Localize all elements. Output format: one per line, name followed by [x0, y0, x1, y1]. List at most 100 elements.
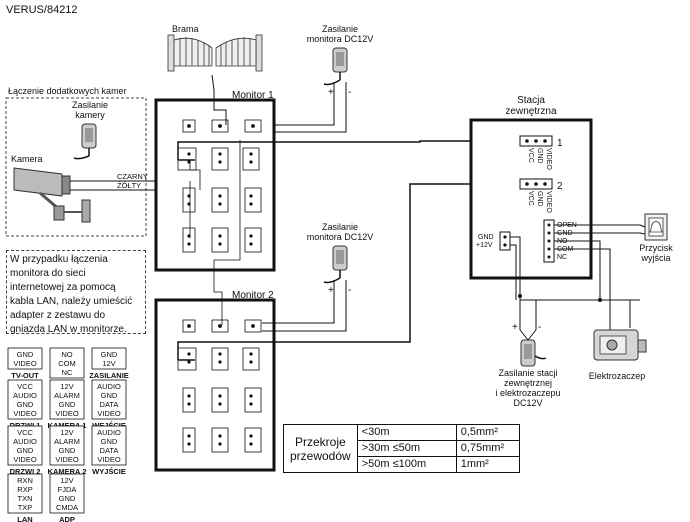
monitor-connector [211, 347, 229, 371]
monitor-pin [249, 234, 253, 238]
monitor-power-2-label-b: monitora DC12V [307, 232, 374, 242]
monitor2-connectors [177, 319, 262, 453]
station-power-label-a: Zasilanie stacji [498, 368, 557, 378]
monitor2-label: Monitor 2 [232, 290, 274, 301]
camera-power-adapter-icon [73, 123, 97, 160]
monitor-pin [249, 160, 253, 164]
wire-black-label: CZARNY [117, 172, 148, 181]
monitor-pin [249, 194, 253, 198]
monitor-pin [187, 324, 191, 328]
monitor-pin [218, 202, 222, 206]
legend-connector-box [7, 473, 43, 514]
wire-table-header-line: Przekroje [295, 434, 346, 449]
monitor-connector [211, 227, 229, 253]
power-adapter-1-icon [323, 47, 348, 100]
wire-length-cell: >50m ≤100m [356, 456, 457, 473]
monitor-pin [249, 442, 253, 446]
port-pin-label: GND [536, 191, 543, 207]
station-power-label-d: DC12V [513, 398, 542, 408]
monitor-pin [187, 242, 191, 246]
station-label-a: Stacja [517, 95, 545, 106]
legend-pin-label: FJDA [58, 485, 77, 494]
legend-connector-box [7, 425, 43, 466]
legend-connector-name: ADP [59, 515, 75, 522]
legend-pin-label: VIDEO [13, 359, 37, 368]
legend-pin-label: RXP [17, 485, 32, 494]
monitor-connector [182, 187, 196, 213]
exit-button-label-a: Przycisk [639, 243, 673, 253]
monitor-connector [211, 427, 229, 453]
monitor-pin [187, 360, 191, 364]
legend-pin-label: GND [59, 446, 76, 455]
gate-label: Brama [172, 24, 199, 34]
exit-button-icon [644, 213, 668, 241]
electric-strike-icon [593, 329, 647, 361]
station-label-b: zewnętrzna [505, 106, 557, 117]
legend-pin-label: GND [101, 437, 118, 446]
monitor-pin [218, 194, 222, 198]
wire-section-cell: 1mm² [455, 456, 520, 473]
monitor-pin [187, 352, 191, 356]
legend-pin-label: TXP [18, 503, 33, 512]
legend-connector-name: ZASILANIE [89, 371, 129, 380]
monitor-connector [244, 187, 262, 213]
legend-pin-label: ALARM [54, 437, 80, 446]
legend-pin-label: GND [101, 350, 118, 359]
monitor-connector [244, 387, 262, 413]
legend-pin-label: AUDIO [97, 428, 121, 437]
port-pin-label: VCC [527, 191, 534, 206]
port-pin-label: VCC [527, 148, 534, 163]
legend-pin-label: GND [17, 400, 34, 409]
monitor-pin [187, 394, 191, 398]
wire-section-cell: 0,5mm² [455, 424, 520, 441]
monitor-pin [249, 434, 253, 438]
monitor-pin [218, 360, 222, 364]
monitor-connector [211, 187, 229, 213]
monitor-pin [249, 152, 253, 156]
pm2-plus: + [328, 285, 334, 296]
monitor-pin [251, 324, 255, 328]
legend-pin-label: AUDIO [13, 391, 37, 400]
station-lock-terminal [543, 219, 555, 263]
legend-connector-name: KAMERA 1 [48, 421, 87, 430]
monitor-pin [187, 434, 191, 438]
station-power-label-b: zewnętrznej [504, 378, 552, 388]
monitor-power-2-label-a: Zasilanie [322, 222, 358, 232]
monitor-pin [249, 202, 253, 206]
monitor-connector [177, 147, 197, 171]
monitor-connector [182, 227, 196, 253]
legend-pin-label: VCC [17, 382, 33, 391]
legend-pin-label: RXN [17, 476, 33, 485]
legend-pin-label: 12V [60, 476, 73, 485]
extra-cameras-title: Łączenie dodatkowych kamer [8, 86, 127, 96]
legend-pin-label: VIDEO [97, 409, 121, 418]
wire-length-cell: <30m [356, 424, 457, 441]
monitor-pin [218, 442, 222, 446]
monitor-pin [249, 242, 253, 246]
legend-connector-name: KAMERA 2 [48, 467, 87, 476]
wire-table-header: Przekroje przewodów [283, 424, 358, 473]
monitor-connector [244, 227, 262, 253]
lan-note-line: monitora do sieci [10, 268, 86, 279]
legend-connector-box [91, 379, 127, 420]
monitor-pin [187, 442, 191, 446]
monitor-pin [187, 124, 191, 128]
legend-connector-box [7, 347, 43, 370]
monitor-pin [218, 152, 222, 156]
monitor-pin [218, 352, 222, 356]
legend-pin-label: GND [17, 350, 34, 359]
legend-connector-box [7, 379, 43, 420]
monitor-pin [218, 124, 222, 128]
monitor-pin [187, 152, 191, 156]
legend-pin-label: GND [17, 446, 34, 455]
monitor-connector [182, 427, 196, 453]
monitor-connector [211, 147, 229, 171]
port-pin-label: VIDEO [545, 191, 552, 213]
monitor1-label: Monitor 1 [232, 90, 274, 101]
legend-connector-box [49, 473, 85, 514]
camera-label: Kamera [11, 154, 43, 164]
model-title: VERUS/84212 [6, 4, 78, 16]
station-port-2-label: 2 [557, 181, 563, 192]
camera-power-label-a: Zasilanie [72, 100, 108, 110]
legend-connector-box [91, 347, 127, 370]
